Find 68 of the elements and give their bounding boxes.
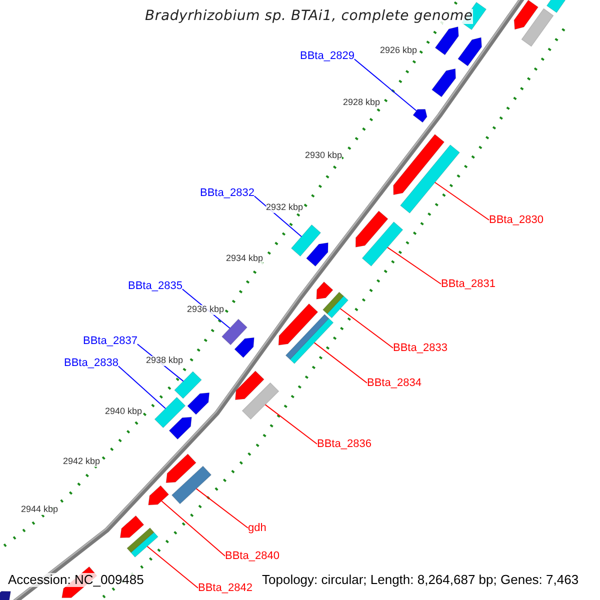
genome-info-text: Topology: circular; Length: 8,264,687 bp; Genes: 7,463 — [262, 573, 579, 588]
gene-marker — [166, 454, 196, 484]
tick-label: 2926 kbp — [380, 46, 418, 56]
tick-label: 2944 kbp — [21, 505, 58, 515]
gene-marker — [431, 68, 456, 98]
gene-bar — [285, 314, 334, 364]
leader-line — [146, 546, 198, 588]
tick-label: 2932 kbp — [266, 203, 304, 213]
leader-line — [354, 58, 417, 112]
gene-marker — [514, 0, 539, 30]
gene-marker — [316, 281, 334, 300]
gene-marker — [0, 591, 12, 600]
accession-text: Accession: NC_009485 — [8, 573, 144, 588]
gene-label: gdh — [248, 522, 266, 534]
tick-label: 2934 kbp — [226, 254, 264, 264]
gene-label: BBta_2834 — [367, 377, 422, 390]
tick-label: 2928 kbp — [343, 98, 380, 108]
gene-marker — [434, 26, 459, 56]
map-title: Bradyrhizobium sp. BTAi1, complete genome — [145, 9, 473, 24]
gene-bar — [242, 382, 280, 420]
tick-label: 2938 kbp — [146, 356, 184, 366]
gene-marker — [234, 370, 264, 400]
gene-marker — [412, 109, 428, 123]
leader-line — [434, 182, 490, 220]
gene-label: BBta_2836 — [317, 438, 372, 450]
gene-marker — [306, 242, 328, 267]
gene-marker — [234, 337, 254, 358]
tick-label: 2936 kbp — [187, 305, 224, 315]
leader-line — [340, 308, 394, 348]
gene-marker — [355, 210, 388, 248]
gene-bar — [521, 8, 554, 47]
gene-marker — [148, 485, 170, 506]
gene-bar — [126, 527, 158, 558]
gene-bar — [362, 221, 404, 267]
gene-bar — [290, 224, 322, 257]
gene-label: BBta_2833 — [393, 342, 448, 354]
gene-label: BBta_2835 — [128, 280, 182, 292]
leader-line — [161, 500, 226, 556]
gene-bar — [174, 371, 202, 399]
gene-marker — [120, 515, 144, 538]
gene-marker — [187, 392, 210, 415]
leader-line — [314, 342, 368, 384]
leader-line — [387, 246, 442, 284]
gene-label: BBta_2830 — [489, 214, 544, 226]
gene-label: BBta_2838 — [64, 357, 118, 370]
leader-line — [264, 404, 318, 444]
gene-bar — [221, 318, 248, 346]
gene-bar — [154, 396, 186, 428]
gene-label: BBta_2832 — [200, 187, 254, 200]
gene-label: BBta_2842 — [198, 582, 252, 594]
gene-label: BBta_2829 — [300, 50, 354, 62]
leader-line — [254, 196, 302, 238]
gene-marker — [278, 303, 318, 346]
tick-label: 2930 kbp — [305, 151, 342, 161]
gene-bar — [322, 292, 349, 318]
gene-label: BBta_2837 — [83, 335, 138, 348]
leader-line — [118, 366, 166, 409]
leader-line — [196, 488, 248, 528]
gene-bar — [546, 0, 566, 14]
gene-bar — [400, 144, 460, 214]
gene-marker — [393, 134, 445, 196]
gene-label: BBta_2840 — [225, 550, 280, 562]
gene-marker — [458, 37, 482, 66]
tick-label: 2942 kbp — [63, 457, 100, 467]
gene-bar — [171, 466, 212, 504]
gene-marker — [168, 416, 192, 440]
tick-label: 2940 kbp — [105, 407, 142, 417]
gene-label: BBta_2831 — [441, 278, 496, 290]
